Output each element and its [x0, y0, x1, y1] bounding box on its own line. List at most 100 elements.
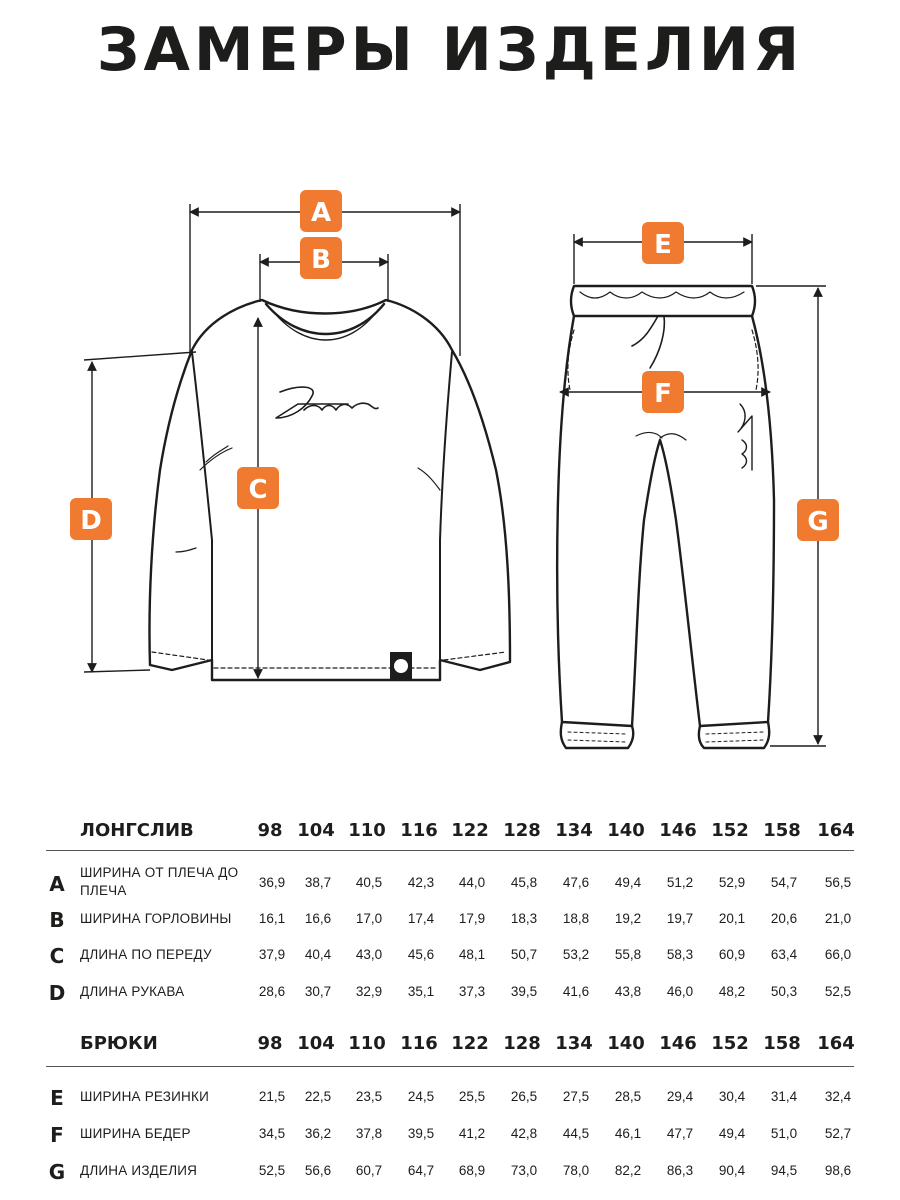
badge-g: G [797, 499, 839, 541]
table-cell: 36,9 [258, 875, 286, 890]
table-cell: 78,0 [562, 1163, 590, 1178]
longsleeve-size-98: 98 [257, 820, 283, 841]
table-cell: 17,9 [458, 911, 486, 926]
row-letter: G [48, 1160, 66, 1184]
table-cell: 43,8 [614, 984, 642, 999]
table-cell: 35,1 [407, 984, 435, 999]
divider [46, 1066, 854, 1067]
table-cell: 24,5 [407, 1089, 435, 1104]
table-cell: 32,9 [355, 984, 383, 999]
table-cell: 86,3 [666, 1163, 694, 1178]
table-cell: 53,2 [562, 947, 590, 962]
svg-text:A: A [311, 198, 331, 228]
table-cell: 48,1 [458, 947, 486, 962]
table-cell: 39,5 [510, 984, 538, 999]
table-cell: 18,8 [562, 911, 590, 926]
table-cell: 19,2 [614, 911, 642, 926]
table-cell: 46,1 [614, 1126, 642, 1141]
pants-size-122: 122 [451, 1033, 489, 1054]
table-cell: 73,0 [510, 1163, 538, 1178]
table-cell: 58,3 [666, 947, 694, 962]
pants-size-152: 152 [711, 1033, 749, 1054]
table-cell: 23,5 [355, 1089, 383, 1104]
table-cell: 55,8 [614, 947, 642, 962]
table-cell: 90,4 [718, 1163, 746, 1178]
table-cell: 20,1 [718, 911, 746, 926]
table-cell: 66,0 [824, 947, 852, 962]
table-cell: 28,5 [614, 1089, 642, 1104]
badge-e: E [642, 222, 684, 264]
longsleeve-size-158: 158 [763, 820, 801, 841]
table-cell: 22,5 [304, 1089, 332, 1104]
divider [46, 850, 854, 851]
table-cell: 16,1 [258, 911, 286, 926]
row-label: ДЛИНА ПО ПЕРЕДУ [80, 947, 212, 962]
svg-text:B: B [311, 245, 331, 275]
table-cell: 45,8 [510, 875, 538, 890]
row-label: ШИРИНА РЕЗИНКИ [80, 1089, 209, 1104]
svg-text:E: E [654, 230, 672, 260]
table-cell: 21,0 [824, 911, 852, 926]
longsleeve-drawing [148, 298, 512, 682]
svg-text:G: G [807, 507, 828, 537]
table-cell: 60,9 [718, 947, 746, 962]
table-cell: 56,5 [824, 875, 852, 890]
row-label: ШИРИНА БЕДЕР [80, 1126, 191, 1141]
table-cell: 18,3 [510, 911, 538, 926]
pants-size-110: 110 [348, 1033, 386, 1054]
table-cell: 34,5 [258, 1126, 286, 1141]
longsleeve-size-128: 128 [503, 820, 541, 841]
table-cell: 51,0 [770, 1126, 798, 1141]
table-cell: 27,5 [562, 1089, 590, 1104]
pants-size-164: 164 [817, 1033, 855, 1054]
longsleeve-size-152: 152 [711, 820, 749, 841]
pants-size-98: 98 [257, 1033, 283, 1054]
table-cell: 51,2 [666, 875, 694, 890]
badge-b: B [300, 237, 342, 279]
row-letter: A [49, 872, 65, 896]
pants-size-134: 134 [555, 1033, 593, 1054]
table-cell: 42,3 [407, 875, 435, 890]
table-cell: 52,7 [824, 1126, 852, 1141]
table-cell: 41,6 [562, 984, 590, 999]
table-cell: 64,7 [407, 1163, 435, 1178]
table-cell: 42,8 [510, 1126, 538, 1141]
pants-drawing [556, 284, 776, 750]
longsleeve-dimension-lines [83, 204, 461, 679]
table-cell: 56,6 [304, 1163, 332, 1178]
garment-diagram: A B C D E F G [70, 190, 839, 750]
table-cell: 30,4 [718, 1089, 746, 1104]
dimension-badges: A B C D E F G [70, 190, 839, 541]
table-cell: 82,2 [614, 1163, 642, 1178]
pants-size-104: 104 [297, 1033, 335, 1054]
pants-title: БРЮКИ [80, 1033, 158, 1054]
table-cell: 44,5 [562, 1126, 590, 1141]
table-cell: 50,7 [510, 947, 538, 962]
table-cell: 26,5 [510, 1089, 538, 1104]
table-cell: 54,7 [770, 875, 798, 890]
table-cell: 41,2 [458, 1126, 486, 1141]
table-cell: 17,0 [355, 911, 383, 926]
row-label: ДЛИНА РУКАВА [80, 984, 185, 999]
page-title: ЗАМЕРЫ ИЗДЕЛИЯ [96, 15, 804, 85]
longsleeve-size-146: 146 [659, 820, 697, 841]
table-cell: 52,9 [718, 875, 746, 890]
table-cell: 32,4 [824, 1089, 852, 1104]
row-letter: B [49, 908, 65, 932]
badge-d: D [70, 498, 112, 540]
table-cell: 37,3 [458, 984, 486, 999]
table-cell: 46,0 [666, 984, 694, 999]
row-label: ШИРИНА ГОРЛОВИНЫ [80, 911, 232, 926]
table-cell: 38,7 [304, 875, 332, 890]
svg-text:C: C [248, 475, 267, 505]
longsleeve-size-122: 122 [451, 820, 489, 841]
pants-size-158: 158 [763, 1033, 801, 1054]
table-cell: 52,5 [824, 984, 852, 999]
table-cell: 31,4 [770, 1089, 798, 1104]
table-cell: 48,2 [718, 984, 746, 999]
